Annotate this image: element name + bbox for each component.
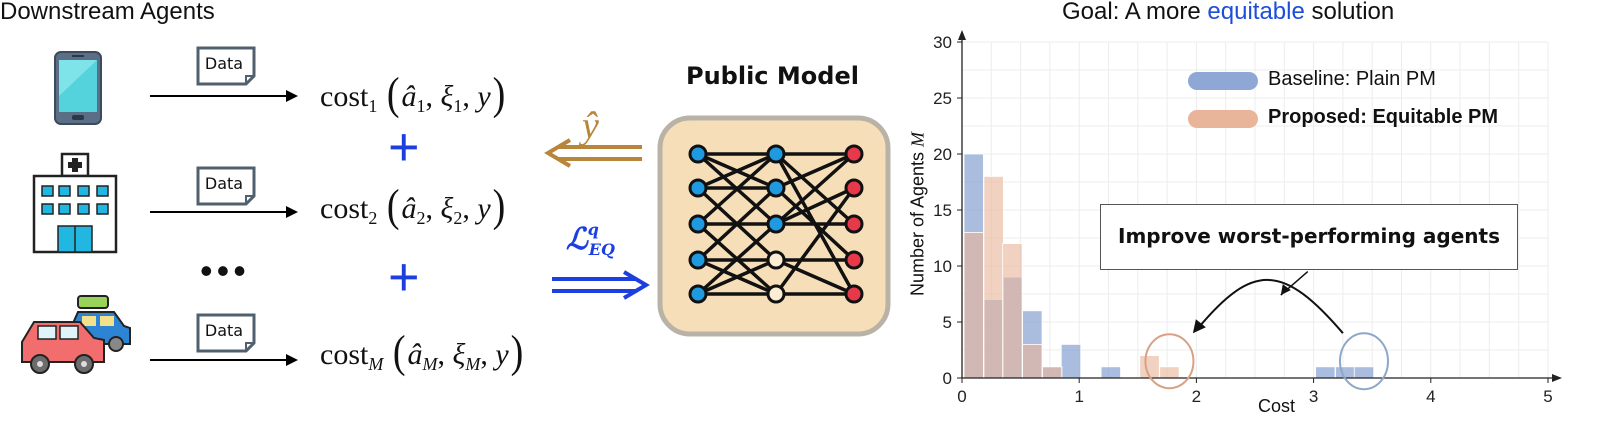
y-tick-label: 20 [933, 145, 952, 164]
x-tick-label: 2 [1192, 387, 1201, 406]
callout-pointer-head [1280, 284, 1291, 296]
y-tick-label: 0 [943, 369, 952, 388]
y-tick-label: 25 [933, 89, 952, 108]
bar-proposed [1159, 366, 1180, 379]
bar-baseline [1315, 366, 1336, 379]
x-tick-label: 5 [1543, 387, 1552, 406]
smartphone-icon [52, 50, 104, 131]
improvement-arrow [1198, 279, 1344, 334]
data-label: Data [204, 54, 244, 73]
x-tick-label: 3 [1309, 387, 1318, 406]
neural-network-icon [657, 115, 891, 337]
cost-expression-1: cost1 (â1, ξ1, y) [320, 68, 506, 120]
y-axis-arrow [958, 30, 966, 40]
data-arrow [150, 354, 298, 366]
bar-proposed [1002, 243, 1023, 379]
bar-proposed [1022, 343, 1043, 379]
bar-proposed [1042, 366, 1063, 379]
legend-label-baseline: Baseline: Plain PM [1268, 68, 1436, 90]
bar-proposed [963, 231, 984, 379]
y-tick-label: 15 [933, 201, 952, 220]
bar-baseline [1100, 366, 1121, 379]
x-axis-arrow [1552, 374, 1562, 382]
annotation-callout: Improve worst-performing agents [1100, 204, 1518, 270]
data-document: Data [196, 313, 256, 353]
cost-expression-2: cost2 (â2, ξ2, y) [320, 180, 506, 232]
chart-title: Goal: A more equitable solution [1062, 0, 1395, 25]
cars-icon [18, 292, 136, 383]
loss-label: ℒqEQ [566, 220, 615, 259]
x-axis-label: Cost [1258, 396, 1296, 416]
bar-baseline [1060, 343, 1082, 379]
y-tick-label: 30 [933, 33, 952, 52]
y-axis-label: Number of Agents M [907, 131, 928, 297]
y-tick-label: 5 [943, 313, 952, 332]
highlight-proposed-worst [1144, 333, 1195, 390]
data-arrow [150, 206, 298, 218]
improvement-arrowhead [1192, 319, 1206, 334]
bar-baseline [1353, 366, 1375, 379]
data-arrow [150, 90, 298, 102]
x-tick-label: 0 [957, 387, 966, 406]
ellipsis: ••• [200, 250, 250, 291]
data-label: Data [204, 321, 244, 340]
hospital-icon [28, 152, 122, 259]
plus-sign: + [388, 247, 420, 307]
legend-swatch-proposed [1188, 110, 1258, 128]
x-tick-label: 1 [1074, 387, 1083, 406]
y-hat-label: ŷ [582, 105, 599, 147]
highlight-baseline-worst [1338, 332, 1389, 391]
loss-arrow [552, 270, 650, 300]
data-label: Data [204, 174, 244, 193]
legend-swatch-baseline [1188, 72, 1258, 90]
cost-expression-m: costM (âM, ξM, y) [320, 326, 524, 378]
bar-baseline [1335, 366, 1356, 379]
plus-sign: + [388, 117, 420, 177]
prediction-arrow [544, 138, 642, 168]
bar-proposed [983, 175, 1004, 379]
y-tick-label: 10 [933, 257, 952, 276]
data-document: Data [196, 46, 256, 86]
data-document: Data [196, 166, 256, 206]
x-tick-label: 4 [1426, 387, 1435, 406]
legend-label-proposed: Proposed: Equitable PM [1268, 106, 1499, 128]
downstream-agents-heading: Downstream Agents [0, 0, 215, 25]
public-model-title: Public Model [686, 62, 859, 90]
